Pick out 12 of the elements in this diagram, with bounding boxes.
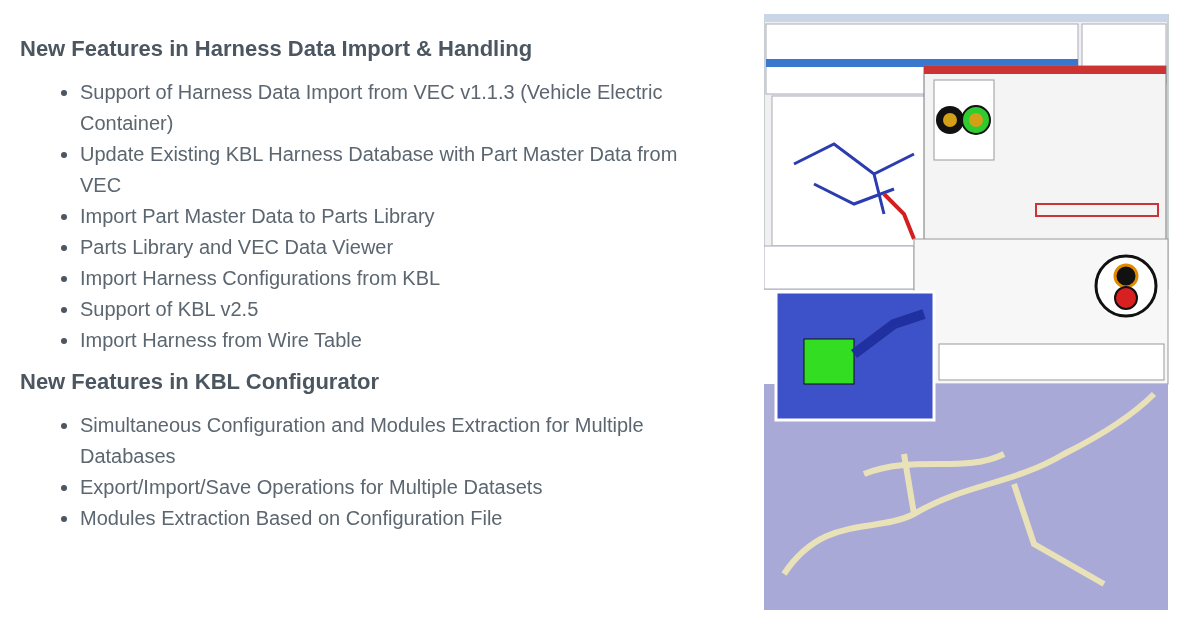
feature-bullet: Import Harness from Wire Table	[80, 325, 700, 356]
section-heading: New Features in KBL Configurator	[20, 368, 380, 396]
feature-bullet: Support of Harness Data Import from VEC v1.1.3 (Vehicle Electric Container)	[80, 77, 700, 139]
feature-bullet: Simultaneous Configuration and Modules Extraction for Multiple Databases	[80, 410, 700, 472]
feature-bullet: Import Harness Configurations from KBL	[80, 263, 700, 294]
section-heading: New Features in Harness Data Import & Handling	[20, 35, 534, 63]
feature-bullet: Support of KBL v2.5	[80, 294, 700, 325]
feature-bullet: Update Existing KBL Harness Database with Part Master Data from VEC	[80, 139, 700, 201]
feature-bullet: Import Part Master Data to Parts Library	[80, 201, 700, 232]
feature-bullet: Export/Import/Save Operations for Multiple Datasets	[80, 472, 700, 503]
feature-bullet: Modules Extraction Based on Configuration File	[80, 503, 700, 534]
feature-bullet: Parts Library and VEC Data Viewer	[80, 232, 700, 263]
